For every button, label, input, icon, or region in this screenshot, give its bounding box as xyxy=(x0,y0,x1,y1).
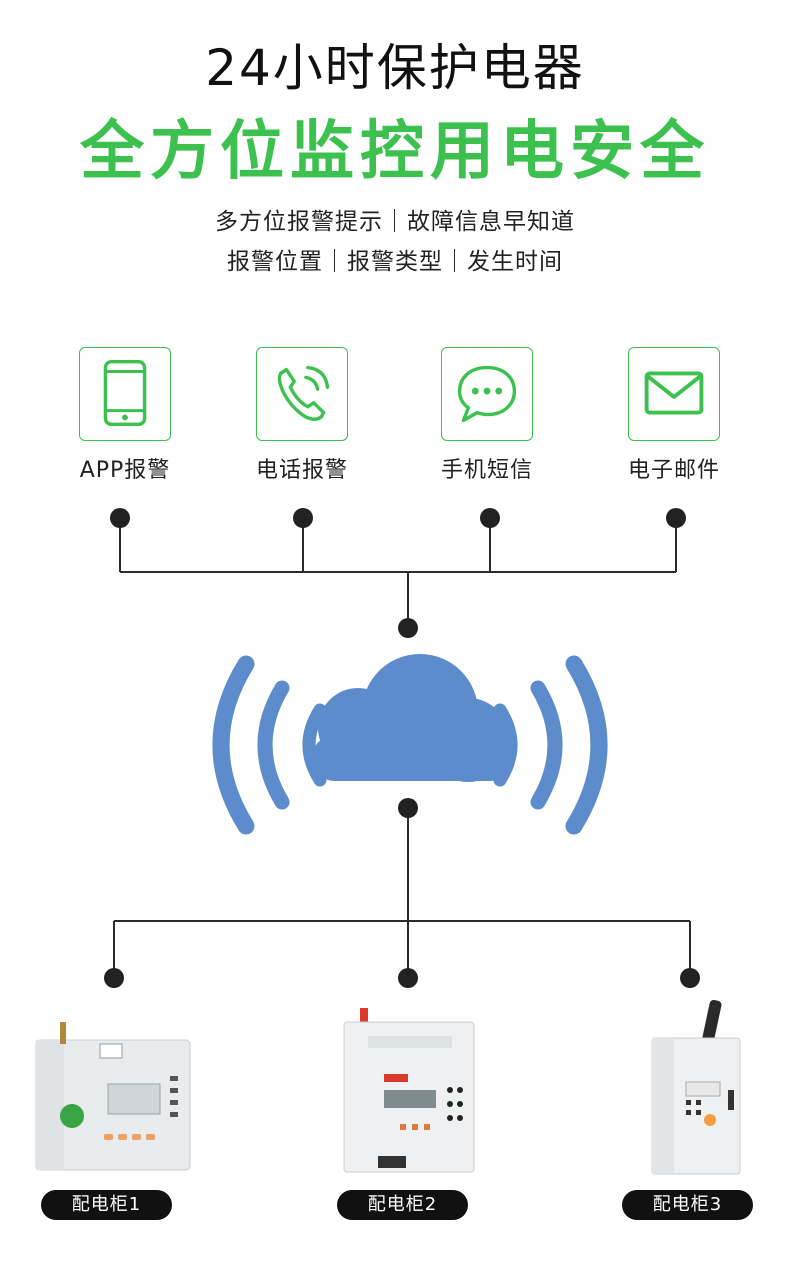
channel-label-sms: 手机短信 xyxy=(440,458,533,483)
node-cloud-bottom xyxy=(398,798,418,818)
channel-mail xyxy=(628,347,720,441)
feature-line-2: 报警位置｜报警类型｜发生时间 xyxy=(227,249,563,275)
device-label-1: 配电柜1 xyxy=(41,1190,172,1220)
node-call xyxy=(293,508,313,528)
node-device-2 xyxy=(398,968,418,988)
node-cloud-top xyxy=(398,618,418,638)
phone-icon xyxy=(103,360,147,427)
node-device-1 xyxy=(104,968,124,988)
device-image-3 xyxy=(646,996,746,1178)
channel-sms xyxy=(441,347,533,441)
feature-line-1: 多方位报警提示｜故障信息早知道 xyxy=(215,209,575,235)
node-device-3 xyxy=(680,968,700,988)
channel-label-app: APP报警 xyxy=(79,458,171,483)
device-label-3: 配电柜3 xyxy=(622,1190,753,1220)
node-mail xyxy=(666,508,686,528)
node-sms xyxy=(480,508,500,528)
node-app xyxy=(110,508,130,528)
signal-waves-icon xyxy=(212,655,608,835)
channel-app xyxy=(79,347,171,441)
call-icon xyxy=(277,365,330,421)
device-label-2: 配电柜2 xyxy=(337,1190,468,1220)
headline: 全方位监控用电安全 xyxy=(80,115,710,189)
channel-label-call: 电话报警 xyxy=(255,458,348,483)
device-image-1 xyxy=(30,1018,200,1178)
chat-icon xyxy=(457,365,517,423)
mail-icon xyxy=(644,371,704,415)
device-image-2 xyxy=(338,1006,480,1178)
channel-call xyxy=(256,347,348,441)
page-title: 24小时保护电器 xyxy=(205,39,585,97)
cloud-icon xyxy=(312,654,512,782)
channel-label-mail: 电子邮件 xyxy=(627,458,720,483)
